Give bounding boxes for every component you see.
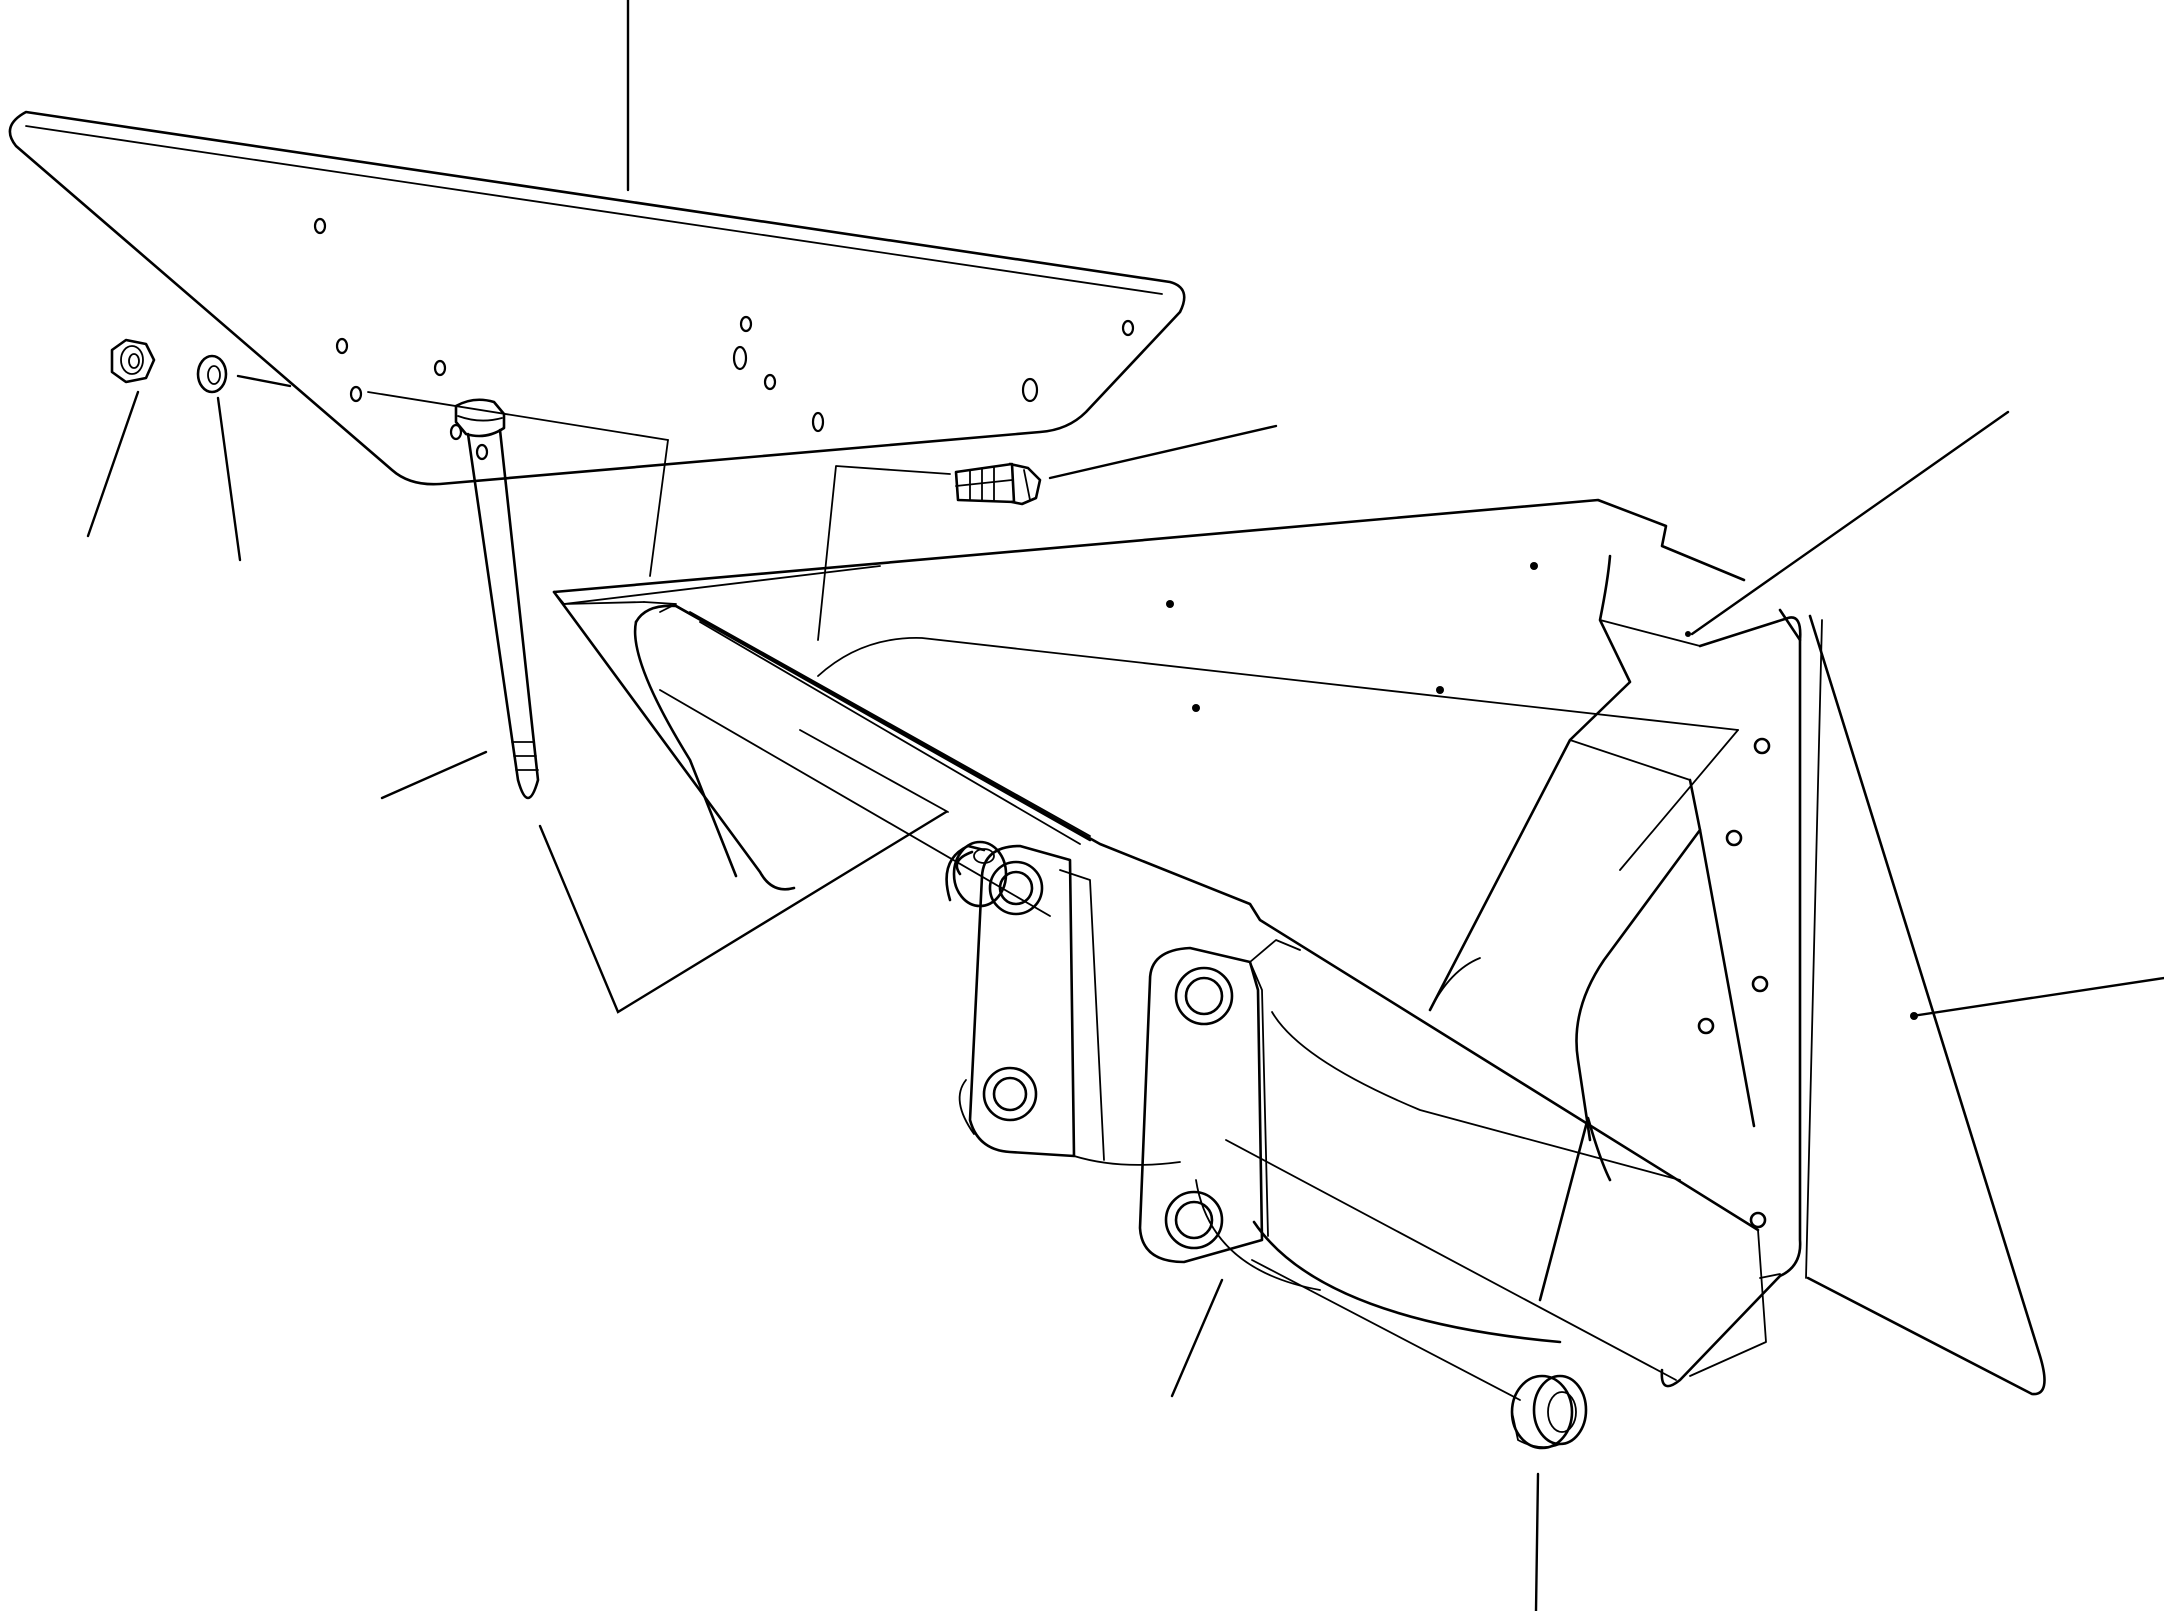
leader-lines (86, 0, 2164, 1611)
leader-bracket-bottom (1170, 1278, 1224, 1398)
bushing-icon (1510, 1374, 1588, 1450)
leader-frame-right (1690, 410, 2010, 636)
nut-icon (110, 338, 156, 384)
assembly-line-plate-b (649, 439, 669, 577)
leader-washer-to-plate (236, 374, 292, 388)
assembly-line-bolt (1251, 1259, 1521, 1401)
upper-cover-plate (8, 110, 1186, 486)
leader-washer (216, 396, 242, 562)
leader-long-bolt-fork (538, 810, 948, 1014)
leader-bushing (1534, 1472, 1540, 1611)
leader-gusset (1910, 976, 2164, 1018)
leader-nut (86, 390, 140, 538)
assembly-line-short-bolt (817, 465, 951, 641)
pin-icon (952, 840, 1008, 908)
clevis-bracket-right (1138, 939, 1301, 1264)
clevis-bracket-left (945, 844, 1181, 1166)
assembly-line-plate-a (367, 391, 669, 441)
washer-icon (196, 354, 228, 394)
side-gusset-plate (1805, 614, 2046, 1396)
long-bolt-icon (454, 398, 540, 800)
short-bolt-icon (954, 462, 1042, 506)
leader-short-bolt (1048, 424, 1278, 480)
end-bracket (1660, 608, 1802, 1388)
leader-long-bolt (380, 750, 488, 800)
main-frame-housing (552, 498, 1760, 1381)
